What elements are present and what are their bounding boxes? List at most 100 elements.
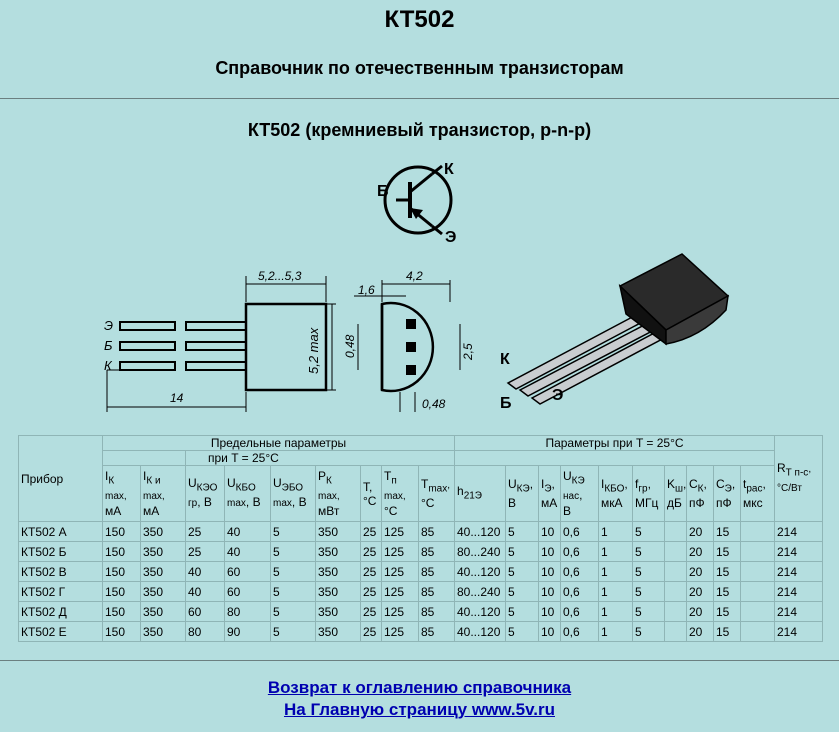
table-cell: 214 [774,601,823,622]
table-cell: 5 [505,621,539,642]
cell-device: КТ502 А [18,521,103,542]
divider-bottom [0,660,839,661]
table-cell: 90 [224,621,271,642]
parameters-table: Прибор Предельные параметры Параметры пр… [18,435,823,642]
lead-label-b: Б [104,338,113,353]
table-cell: 150 [102,581,141,602]
table-cell: 40...120 [454,601,506,622]
table-cell: 25 [360,561,382,582]
link-toc[interactable]: Возврат к оглавлению справочника [267,678,572,697]
limits-temp: при T = 25°C [185,450,455,466]
page-subtitle: Справочник по отечественным транзисторам [215,58,624,78]
table-cell: 25 [360,581,382,602]
table-cell: 5 [632,581,665,602]
table-cell: 150 [102,601,141,622]
table-cell: 1 [598,621,633,642]
table-cell [740,601,775,622]
table-cell: 1 [598,581,633,602]
table-cell: 40...120 [454,521,506,542]
table-cell: 350 [315,581,361,602]
table-cell: 5 [505,541,539,562]
table-cell [740,541,775,562]
col-header-t: T,°C [360,465,382,522]
col-header-fgr: fгр,МГц [632,465,665,522]
transistor-symbol: К Б Э [377,161,456,246]
lead-label-e: Э [104,318,113,333]
table-cell [664,561,687,582]
table-cell: 40 [224,541,271,562]
table-header-row-2: при T = 25°C [19,450,823,466]
col-header-pribor: Прибор [18,435,103,522]
table-cell: 5 [270,561,316,582]
table-cell: 20 [686,561,714,582]
table-cell: 5 [632,561,665,582]
page-title: КТ502 [384,6,455,33]
table-cell [740,621,775,642]
col-header-ikbo: IКБО,мкА [598,465,633,522]
table-cell [740,581,775,602]
col-header-ksh: Kш,дБ [664,465,687,522]
table-cell: 25 [360,621,382,642]
symbol-label-e: Э [445,229,456,246]
table-cell: 85 [418,581,455,602]
table-cell: 1 [598,601,633,622]
dim-lead-length: 14 [170,391,184,405]
table-cell: 15 [713,541,741,562]
table-cell: 5 [505,521,539,542]
table-cell: 350 [315,541,361,562]
table-cell: 5 [270,541,316,562]
table-header-row-1: Прибор Предельные параметры Параметры пр… [18,435,823,522]
table-cell: 20 [686,521,714,542]
table-cell: 150 [102,561,141,582]
table-cell: 5 [270,621,316,642]
table-cell [664,621,687,642]
table-cell: 150 [102,621,141,642]
table-cell: 350 [315,561,361,582]
table-cell: 40 [224,521,271,542]
table-cell: 214 [774,521,823,542]
table-cell: 125 [381,521,419,542]
table-cell: 10 [538,561,561,582]
table-cell: 5 [505,601,539,622]
table-cell: 150 [102,541,141,562]
table-cell: 80...240 [454,581,506,602]
table-cell: 1 [598,561,633,582]
table-cell: 350 [140,521,186,542]
table-cell: 214 [774,621,823,642]
symbol-label-b: Б [377,183,389,200]
table-cell: 40 [185,561,225,582]
link-home[interactable]: На Главную страницу www.5v.ru [283,700,555,719]
table-cell: 5 [270,581,316,602]
table-cell: 5 [270,521,316,542]
table-cell: 5 [632,541,665,562]
cell-device: КТ502 Г [18,581,103,602]
table-cell: 85 [418,561,455,582]
table-cell: 25 [360,541,382,562]
table-cell: 214 [774,581,823,602]
col-header-tras: tрас,мкс [740,465,775,522]
table-cell: 10 [538,541,561,562]
side-view-drawing: 5,2...5,3 5,2 max 14 Э Б К [104,269,336,412]
table-cell: 0,6 [560,541,599,562]
table-cell: 85 [418,601,455,622]
cell-device: КТ502 Д [18,601,103,622]
table-cell [664,601,687,622]
col-header-rt: RТ п-с,°C/Вт [774,435,823,522]
lead-label-k: К [104,358,113,373]
col-header-ce: CЭ,пФ [713,465,741,522]
table-cell: 60 [224,581,271,602]
table-cell: 125 [381,581,419,602]
table-cell: 350 [140,601,186,622]
table-cell: 5 [505,581,539,602]
dim-flat: 1,6 [358,283,375,297]
table-cell: 25 [360,521,382,542]
